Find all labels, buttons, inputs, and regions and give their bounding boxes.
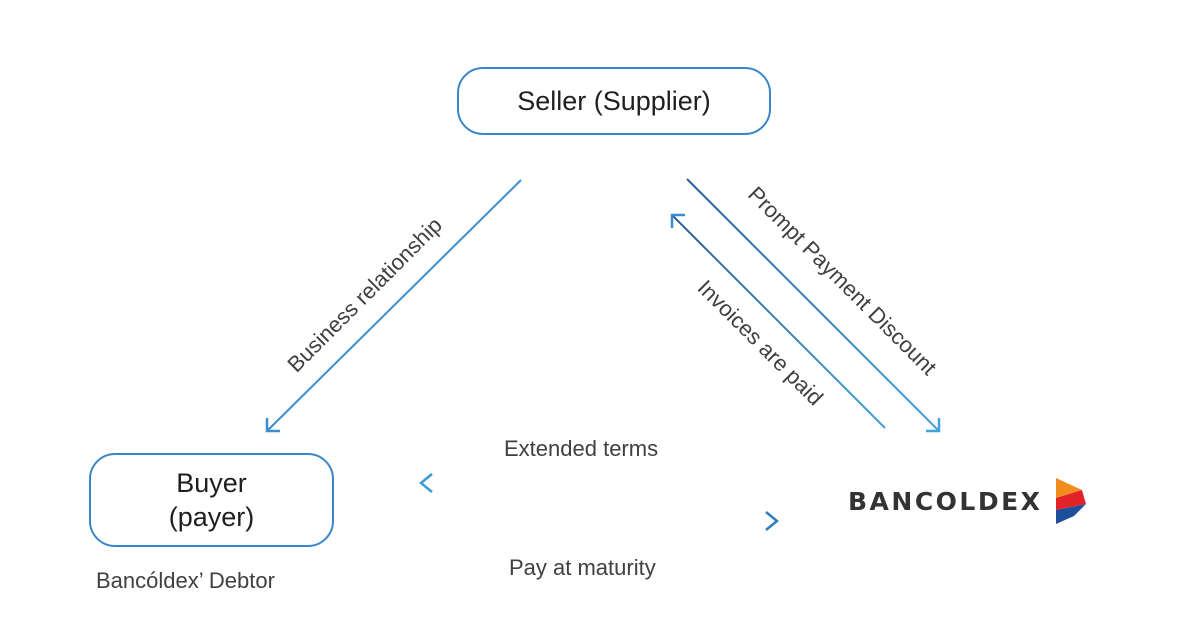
pay-at-maturity-label: Pay at maturity bbox=[509, 555, 656, 580]
buyer-caption: Bancóldex’ Debtor bbox=[96, 568, 275, 593]
extended-terms-label: Extended terms bbox=[504, 436, 659, 461]
invoices-are-paid-arrow bbox=[670, 213, 886, 429]
extended-terms-arrow bbox=[419, 473, 778, 493]
business-relationship-arrow bbox=[265, 179, 522, 433]
bancoldex-logo-text: BANCOLDEX bbox=[848, 486, 1043, 516]
buyer-label-line2: (payer) bbox=[168, 502, 255, 532]
bancoldex-logo: BANCOLDEX bbox=[848, 476, 1088, 526]
prompt-payment-discount-arrow bbox=[686, 178, 941, 433]
buyer-node: Buyer (payer) bbox=[89, 453, 334, 547]
seller-label: Seller (Supplier) bbox=[517, 85, 711, 116]
seller-node: Seller (Supplier) bbox=[457, 67, 771, 135]
pay-at-maturity-arrow bbox=[421, 511, 779, 531]
bancoldex-logo-mark bbox=[1056, 478, 1087, 524]
buyer-label-line1: Buyer bbox=[176, 468, 247, 498]
